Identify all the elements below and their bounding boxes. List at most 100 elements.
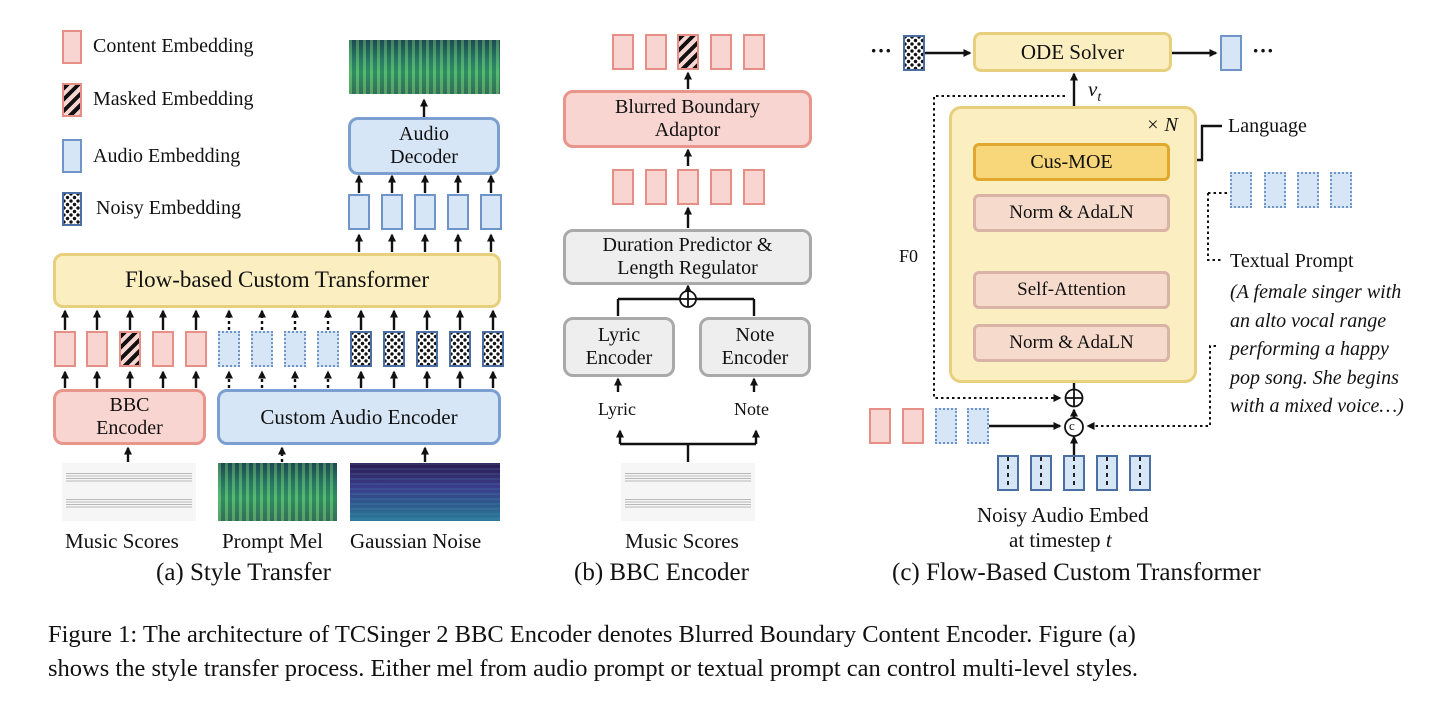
content-token [152,331,174,367]
audio-token-output [1220,35,1242,71]
cus-moe-box: Cus-MOE [973,143,1170,181]
content-token [677,169,699,205]
audio-token [348,194,370,230]
content-token [710,34,732,70]
caption-b: (b) BBC Encoder [574,559,749,586]
textual-prompt-example: (A female singer with an alto vocal rang… [1230,281,1404,417]
content-token [902,408,924,444]
legend-noisy-label: Noisy Embedding [96,197,241,219]
noisy-token [350,331,372,367]
note-label: Note [734,399,769,419]
ode-solver-label: ODE Solver [1020,39,1125,64]
duration-predictor-box: Duration Predictor & Length Regulator [563,229,812,285]
textual-prompt-label: Textual Prompt [1230,250,1354,272]
noisy-token [449,331,471,367]
ellipsis-right: ··· [1252,38,1275,63]
caption-c: (c) Flow-Based Custom Transformer [892,559,1261,586]
norm-adaln-bottom-box: Norm & AdaLN [973,324,1170,362]
custom-audio-encoder-label: Custom Audio Encoder [260,404,458,429]
content-token [645,34,667,70]
audio-token [447,194,469,230]
prompt-mel-label: Prompt Mel [222,529,323,553]
noisy-audio-token [1129,455,1151,491]
noisy-audio-token [1096,455,1118,491]
legend-noisy-swatch [62,192,82,226]
content-token [612,34,634,70]
ellipsis-left: ··· [870,38,893,63]
text-prompt-token [1230,172,1252,208]
figure-caption-line1: Figure 1: The architecture of TCSinger 2… [48,621,1136,648]
norm-adaln-top-box: Norm & AdaLN [973,194,1170,232]
norm-adaln-bottom-label: Norm & AdaLN [1009,332,1134,354]
noisy-audio-line2-text: at timestep [1009,528,1106,552]
noisy-audio-label-line2: at timestep t [1009,528,1112,553]
velocity-subscript: t [1097,90,1102,106]
custom-audio-encoder-box: Custom Audio Encoder [217,389,501,445]
prompt-audio-token [967,408,989,444]
prompt-audio-token [935,408,957,444]
content-token [54,331,76,367]
prompt-audio-token [218,331,240,367]
prompt-mel-image [218,463,337,521]
content-token [743,34,765,70]
noisy-audio-token [1030,455,1052,491]
prompt-audio-token [284,331,306,367]
legend-audio-label: Audio Embedding [93,145,241,167]
legend-masked-label: Masked Embedding [93,88,254,110]
noisy-audio-token [1063,455,1085,491]
legend-content-label: Content Embedding [93,35,254,57]
self-attention-box: Self-Attention [973,271,1170,309]
legend-audio-swatch [62,139,82,173]
self-attention-label: Self-Attention [1017,279,1126,301]
velocity-label: vt [1088,77,1101,106]
content-token [645,169,667,205]
noisy-audio-label-line1: Noisy Audio Embed [977,503,1149,527]
audio-decoder-box: Audio Decoder [348,117,500,175]
content-token [612,169,634,205]
cus-moe-label: Cus-MOE [1030,150,1113,173]
music-score-image [62,463,196,521]
figure-caption-line2: shows the style transfer process. Either… [48,655,1138,682]
masked-token [677,34,699,70]
text-prompt-token [1297,172,1319,208]
content-token [869,408,891,444]
content-token [185,331,207,367]
music-score-image [621,463,755,521]
noisy-token-input [903,35,925,71]
audio-token [414,194,436,230]
bbc-encoder-label: BBC Encoder [96,394,163,439]
gaussian-noise-image [350,463,500,521]
prompt-audio-token [251,331,273,367]
velocity-symbol: v [1088,77,1098,101]
prompt-audio-token [317,331,339,367]
lyric-label: Lyric [598,399,636,419]
f0-label: F0 [899,246,919,266]
content-token [710,169,732,205]
legend-masked-swatch [62,83,82,117]
blurred-boundary-adaptor-label: Blurred Boundary Adaptor [615,96,760,141]
noisy-token [383,331,405,367]
text-prompt-token [1330,172,1352,208]
note-encoder-label: Note Encoder [721,324,789,369]
output-mel-spectrogram [349,40,500,94]
music-scores-label-b: Music Scores [625,529,739,553]
ode-solver-box: ODE Solver [973,32,1172,72]
legend-content-swatch [62,30,82,64]
flow-transformer-box: Flow-based Custom Transformer [53,253,501,308]
content-token [86,331,108,367]
lyric-encoder-label: Lyric Encoder [585,324,653,369]
gaussian-noise-label: Gaussian Noise [350,529,482,553]
noisy-audio-token [997,455,1019,491]
caption-a: (a) Style Transfer [156,559,331,586]
lyric-encoder-box: Lyric Encoder [563,317,675,377]
blurred-boundary-adaptor-box: Blurred Boundary Adaptor [563,90,812,148]
audio-token [480,194,502,230]
masked-token [119,331,141,367]
text-prompt-token [1264,172,1286,208]
language-label: Language [1228,115,1307,137]
concat-symbol: c [1069,418,1075,433]
timestep-symbol: t [1105,528,1112,552]
norm-adaln-top-label: Norm & AdaLN [1009,202,1134,224]
duration-predictor-label: Duration Predictor & Length Regulator [602,234,773,279]
music-scores-label-a: Music Scores [65,529,179,553]
